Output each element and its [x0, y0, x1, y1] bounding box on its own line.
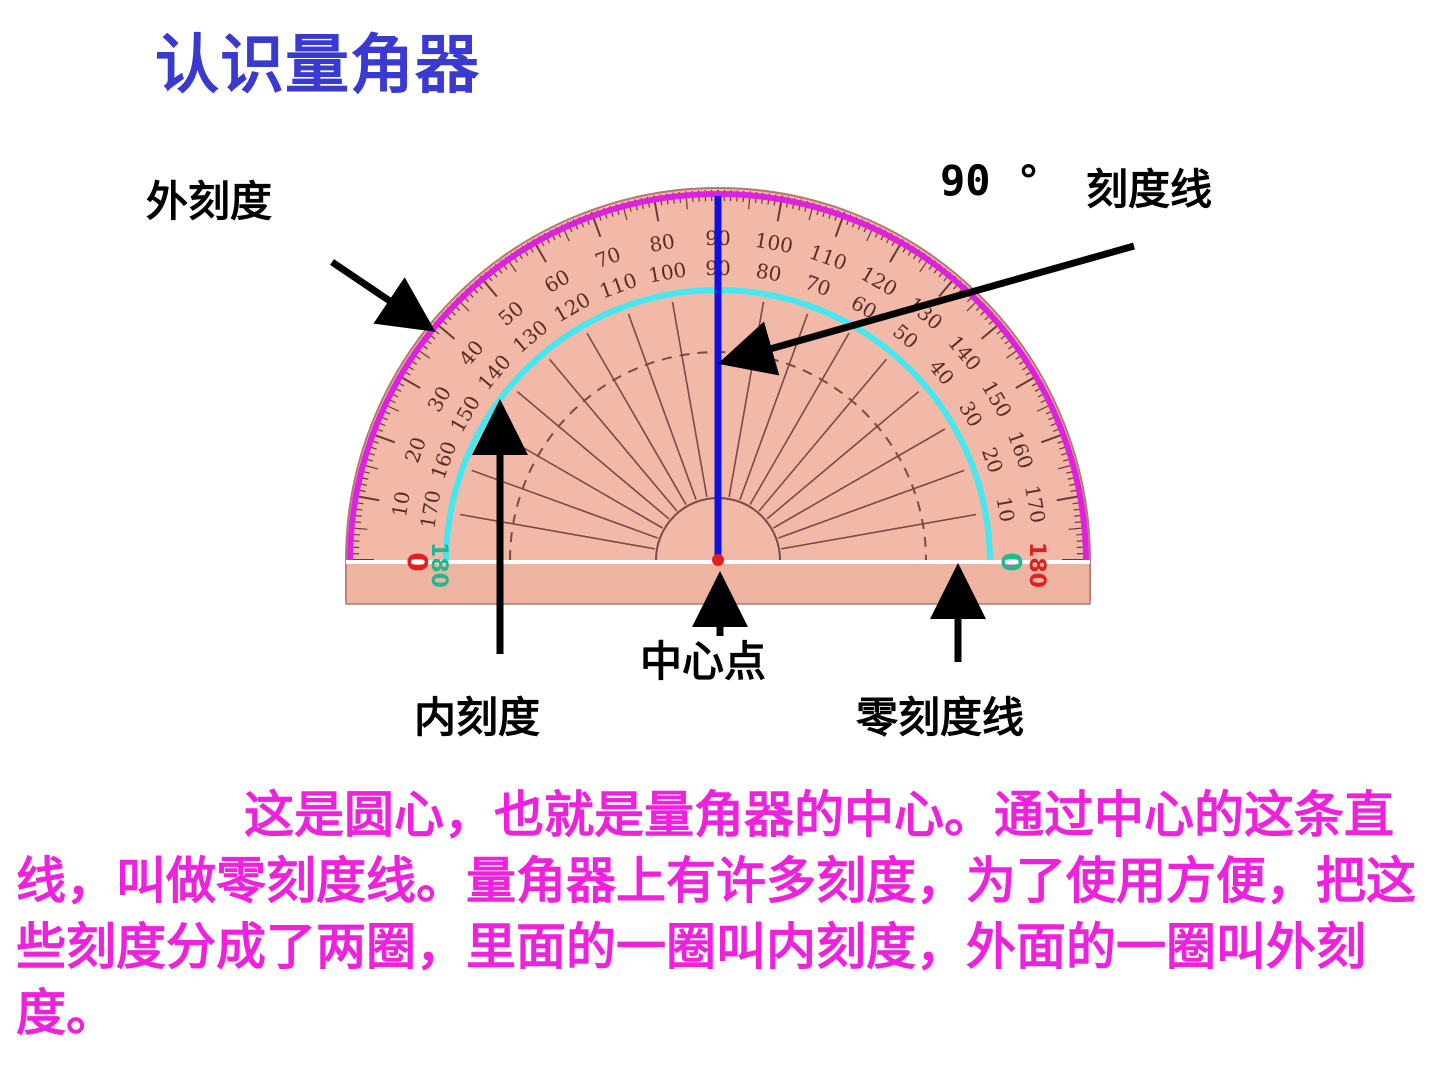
- outer-zero-left: 0: [401, 552, 434, 571]
- outer-scale-number: 10: [387, 489, 415, 518]
- degree-ray: [459, 513, 656, 550]
- inner-scale-number: 80: [754, 258, 783, 286]
- outer-scale-label: 外刻度: [146, 177, 273, 226]
- degree-ray: [671, 301, 708, 498]
- description-text: 这是圆心，也就是量角器的中心。通过中心的这条直线，叫做零刻度线。量角器上有许多刻…: [16, 785, 1416, 1042]
- ninety-line-label: 刻度线: [1086, 165, 1213, 214]
- inner-180-left: 180: [426, 542, 451, 588]
- page-title: 认识量角器: [155, 28, 480, 103]
- degree-ray: [780, 513, 977, 550]
- center-point-marker: [712, 554, 724, 566]
- degree-ray: [586, 332, 687, 505]
- inner-scale-number: 10: [992, 495, 1020, 524]
- degree-rays: [459, 301, 977, 550]
- zero-line-label: 零刻度线: [856, 693, 1025, 742]
- degree-ray: [758, 358, 888, 512]
- outer-scale-number: 80: [647, 229, 676, 257]
- outer-180-right: 180: [1024, 542, 1049, 588]
- ninety-line-arrow: [717, 242, 1135, 376]
- center-point-label: 中心点: [640, 637, 767, 686]
- degree-ray: [773, 428, 946, 529]
- degree-ray: [766, 390, 920, 520]
- inner-zero-right: 0: [995, 552, 1028, 571]
- outer-scale-arc: [347, 191, 1089, 563]
- degree-ray: [777, 469, 965, 539]
- degree-ray: [627, 313, 697, 501]
- inner-scale-label: 内刻度: [414, 693, 541, 742]
- degree-ray: [749, 332, 850, 505]
- ninety-degree-label: 90 °: [940, 156, 1042, 205]
- outer-scale-arrow: [330, 259, 436, 332]
- degree-ray: [548, 358, 678, 512]
- degree-ray: [516, 390, 670, 520]
